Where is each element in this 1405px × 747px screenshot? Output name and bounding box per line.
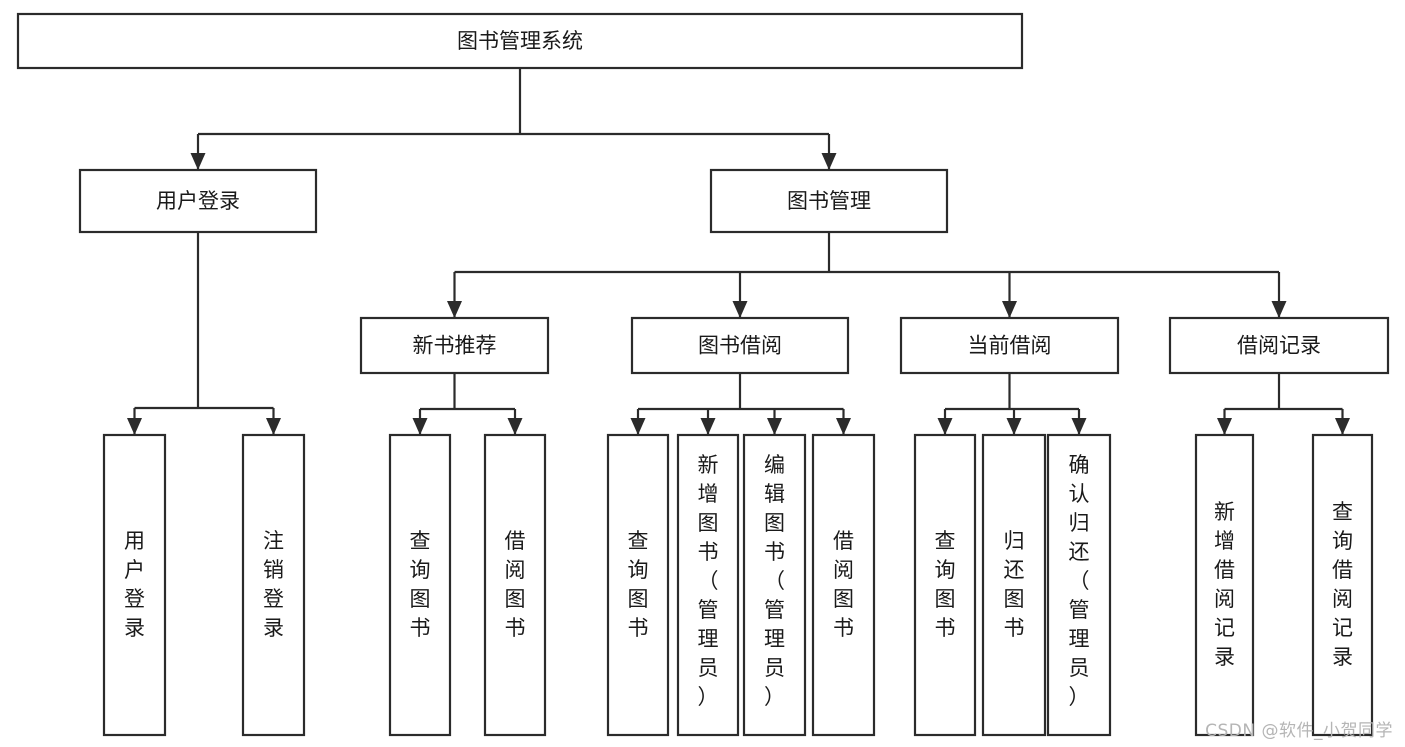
node-user-login[interactable]: 用户登录	[78, 168, 318, 234]
node-label-leaf-query-book-2: 查询图书	[628, 529, 649, 640]
arrow-head-leaf-query-book-1	[412, 418, 428, 435]
arrow-head-book-manage	[821, 153, 837, 170]
node-label-leaf-borrow-book-2: 借阅图书	[833, 529, 854, 640]
node-label-borrow-record: 借阅记录	[1237, 334, 1321, 358]
node-leaf-add-book-admin[interactable]: 新增图书（管理员）	[676, 433, 740, 737]
arrow-head-leaf-borrow-book-2	[836, 418, 851, 435]
node-label-leaf-borrow-book-1: 借阅图书	[505, 529, 526, 640]
node-label-book-manage: 图书管理	[787, 189, 871, 213]
node-label-leaf-confirm-return-admin: 确认归还（管理员）	[1069, 453, 1090, 709]
arrow-head-new-book-recommend	[447, 301, 462, 318]
node-leaf-edit-book-admin[interactable]: 编辑图书（管理员）	[742, 433, 807, 737]
node-box-leaf-user-login	[102, 433, 167, 737]
connector-group-user-login	[127, 232, 281, 435]
arrow-head-leaf-user-login	[127, 418, 142, 435]
node-label-root: 图书管理系统	[457, 29, 583, 53]
node-label-leaf-query-book-3: 查询图书	[935, 529, 956, 640]
arrow-head-leaf-query-book-3	[937, 418, 953, 435]
node-box-leaf-return-book	[981, 433, 1047, 737]
node-box-leaf-query-book-1	[388, 433, 452, 737]
node-borrow-record[interactable]: 借阅记录	[1168, 316, 1390, 375]
node-box-leaf-add-borrow-record	[1194, 433, 1255, 737]
node-label-leaf-query-borrow-record: 查询借阅记录	[1332, 500, 1353, 669]
node-leaf-logout[interactable]: 注销登录	[241, 433, 306, 737]
node-label-new-book-recommend: 新书推荐	[413, 334, 497, 358]
node-box-leaf-query-book-3	[913, 433, 977, 737]
node-book-borrow[interactable]: 图书借阅	[630, 316, 850, 375]
connector-group-book-manage	[447, 232, 1287, 318]
node-box-leaf-borrow-book-1	[483, 433, 547, 737]
node-box-leaf-borrow-book-2	[811, 433, 876, 737]
arrow-head-leaf-query-borrow-record	[1335, 418, 1350, 435]
node-label-leaf-add-book-admin: 新增图书（管理员）	[698, 453, 719, 709]
node-leaf-confirm-return-admin[interactable]: 确认归还（管理员）	[1046, 433, 1112, 737]
connector-group-borrow-record	[1217, 373, 1350, 435]
node-book-manage[interactable]: 图书管理	[709, 168, 949, 234]
node-root[interactable]: 图书管理系统	[16, 12, 1024, 70]
node-leaf-query-book-1[interactable]: 查询图书	[388, 433, 452, 737]
node-box-book-manage	[709, 168, 949, 234]
arrow-head-leaf-confirm-return-admin	[1071, 418, 1087, 435]
node-label-leaf-return-book: 归还图书	[1004, 529, 1025, 640]
arrow-head-current-borrow	[1002, 301, 1017, 318]
node-box-leaf-logout	[241, 433, 306, 737]
arrow-head-borrow-record	[1271, 301, 1287, 318]
arrow-head-leaf-add-book-admin	[700, 418, 716, 435]
node-box-leaf-query-borrow-record	[1311, 433, 1374, 737]
arrow-head-leaf-logout	[266, 418, 281, 435]
node-box-leaf-query-book-2	[606, 433, 670, 737]
connector-group-current-borrow	[937, 373, 1087, 435]
arrow-head-leaf-query-book-2	[630, 418, 646, 435]
connector-group-new-book-recommend	[412, 373, 523, 435]
arrow-head-leaf-edit-book-admin	[767, 418, 782, 435]
arrow-head-user-login	[190, 153, 206, 170]
node-box-leaf-edit-book-admin	[742, 433, 807, 737]
node-box-current-borrow	[899, 316, 1120, 375]
node-box-leaf-add-book-admin	[676, 433, 740, 737]
node-box-borrow-record	[1168, 316, 1390, 375]
arrow-head-leaf-return-book	[1006, 418, 1022, 435]
node-label-leaf-logout: 注销登录	[263, 529, 284, 640]
connector-group-book-borrow	[630, 373, 851, 435]
node-label-leaf-query-book-1: 查询图书	[410, 529, 431, 640]
node-leaf-borrow-book-1[interactable]: 借阅图书	[483, 433, 547, 737]
node-label-leaf-edit-book-admin: 编辑图书（管理员）	[764, 453, 785, 709]
node-label-leaf-user-login: 用户登录	[124, 529, 145, 640]
node-leaf-add-borrow-record[interactable]: 新增借阅记录	[1194, 433, 1255, 737]
node-leaf-borrow-book-2[interactable]: 借阅图书	[811, 433, 876, 737]
node-label-book-borrow: 图书借阅	[698, 334, 782, 358]
node-box-book-borrow	[630, 316, 850, 375]
node-leaf-query-book-3[interactable]: 查询图书	[913, 433, 977, 737]
node-new-book-recommend[interactable]: 新书推荐	[359, 316, 550, 375]
arrow-head-leaf-add-borrow-record	[1217, 418, 1232, 435]
node-box-user-login	[78, 168, 318, 234]
connectors-layer	[127, 68, 1350, 435]
node-label-user-login: 用户登录	[156, 189, 240, 213]
node-label-leaf-add-borrow-record: 新增借阅记录	[1214, 500, 1235, 669]
arrow-head-book-borrow	[732, 301, 748, 318]
node-leaf-return-book[interactable]: 归还图书	[981, 433, 1047, 737]
connector-group-root	[190, 68, 837, 170]
node-leaf-query-borrow-record[interactable]: 查询借阅记录	[1311, 433, 1374, 737]
node-leaf-user-login[interactable]: 用户登录	[102, 433, 167, 737]
nodes-layer: 图书管理系统用户登录图书管理新书推荐图书借阅当前借阅借阅记录用户登录注销登录查询…	[16, 12, 1390, 737]
node-box-new-book-recommend	[359, 316, 550, 375]
node-label-current-borrow: 当前借阅	[968, 334, 1052, 358]
node-box-leaf-confirm-return-admin	[1046, 433, 1112, 737]
arrow-head-leaf-borrow-book-1	[507, 418, 523, 435]
node-box-root	[16, 12, 1024, 70]
node-current-borrow[interactable]: 当前借阅	[899, 316, 1120, 375]
node-leaf-query-book-2[interactable]: 查询图书	[606, 433, 670, 737]
